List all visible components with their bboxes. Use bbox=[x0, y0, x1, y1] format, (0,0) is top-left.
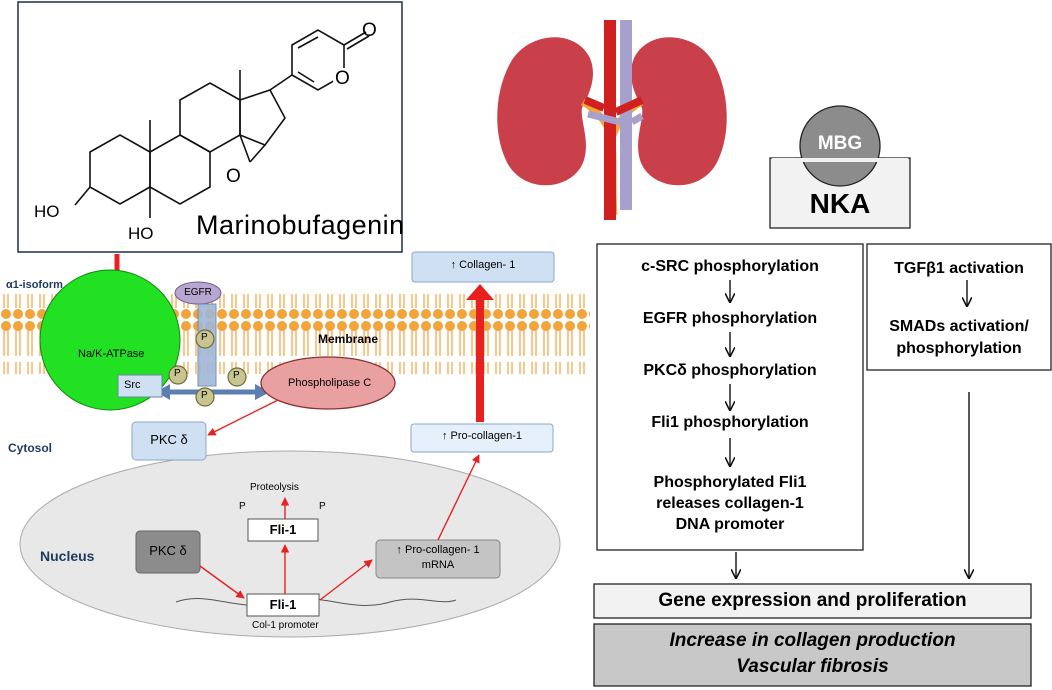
fli1-phospho-label: Fli-1 bbox=[269, 522, 297, 537]
outcome-fibrosis: Vascular fibrosis bbox=[736, 656, 889, 677]
pathway-box-tgf bbox=[866, 243, 1052, 371]
nka-label: Na/K-ATPase bbox=[78, 348, 145, 360]
mrna-line1: ↑ Pro-collagen- 1 bbox=[396, 544, 480, 556]
step-phospho-fli1: Phosphorylated Fli1 bbox=[653, 474, 807, 491]
molecule-frame bbox=[17, 1, 403, 253]
atom-o-ring: O bbox=[335, 68, 350, 89]
atom-o-epoxide: O bbox=[226, 166, 241, 187]
outcome-box bbox=[593, 623, 1032, 687]
kidney-illustration bbox=[497, 20, 727, 220]
step-fli1: Fli1 phosphorylation bbox=[651, 414, 809, 431]
step-releases: releases collagen-1 bbox=[656, 495, 804, 512]
pkc-nucleus-label: PKC δ bbox=[149, 543, 187, 558]
p-src-right: P bbox=[233, 370, 240, 381]
nucleus bbox=[19, 450, 561, 638]
isoform-label: α1-isoform bbox=[6, 279, 63, 291]
molecule-name: Marinobufagenin bbox=[196, 210, 405, 240]
fli1-box bbox=[246, 593, 320, 617]
p-fli-left: P bbox=[239, 501, 246, 512]
p-fli-right: P bbox=[319, 501, 326, 512]
step-csrc: c-SRC phosphorylation bbox=[641, 258, 819, 275]
promoter-label: Col-1 promoter bbox=[252, 620, 319, 631]
collagen-label: ↑ Collagen- 1 bbox=[450, 259, 516, 271]
egfr-label: EGFR bbox=[184, 287, 212, 298]
step-dna-promoter: DNA promoter bbox=[675, 516, 785, 533]
pkc-cytosol-box bbox=[131, 421, 207, 461]
atom-ho-left: HO bbox=[34, 202, 60, 221]
gene-expression-label: Gene expression and proliferation bbox=[658, 590, 967, 611]
pkc-nucleus-box bbox=[135, 530, 201, 574]
nka-label-right: NKA bbox=[809, 188, 871, 219]
step-egfr: EGFR phosphorylation bbox=[642, 310, 818, 327]
cytosol-label: Cytosol bbox=[8, 441, 53, 455]
mrna-line2: mRNA bbox=[421, 559, 455, 571]
gene-expression-box bbox=[593, 583, 1032, 619]
collagen-secretion-arrow bbox=[476, 298, 484, 422]
procollagen-label: ↑ Pro-collagen-1 bbox=[441, 430, 523, 442]
membrane-label: Membrane bbox=[318, 332, 379, 346]
proteolysis-label: Proteolysis bbox=[250, 482, 299, 493]
src-label: Src bbox=[124, 379, 141, 391]
fli1-phospho-box bbox=[247, 518, 319, 542]
outcome-collagen: Increase in collagen production bbox=[669, 630, 956, 651]
collagen-box bbox=[411, 251, 555, 283]
phospholipase-c bbox=[260, 356, 396, 410]
src-box bbox=[117, 374, 163, 398]
nucleus-label: Nucleus bbox=[40, 548, 95, 564]
plc-label: Phospholipase C bbox=[288, 377, 372, 389]
step-smads-phospho: phosphorylation bbox=[896, 340, 1022, 357]
step-tgf: TGFβ1 activation bbox=[894, 260, 1024, 277]
step-pkc: PKCδ phosphorylation bbox=[643, 362, 817, 379]
p-src-bottom: P bbox=[201, 390, 208, 401]
fli1-label: Fli-1 bbox=[269, 597, 297, 612]
mbg-label: MBG bbox=[817, 133, 863, 154]
step-smads: SMADs activation/ bbox=[889, 318, 1029, 335]
pkc-cytosol-label: PKC δ bbox=[150, 432, 188, 447]
p-egfr: P bbox=[201, 332, 208, 343]
steroid-structure bbox=[74, 29, 370, 218]
procollagen-box bbox=[410, 423, 554, 453]
mbg-circle bbox=[799, 105, 881, 187]
p-src-left: P bbox=[174, 368, 181, 379]
atom-o-ketone: O bbox=[362, 20, 377, 41]
atom-ho-bottom: HO bbox=[128, 224, 154, 243]
